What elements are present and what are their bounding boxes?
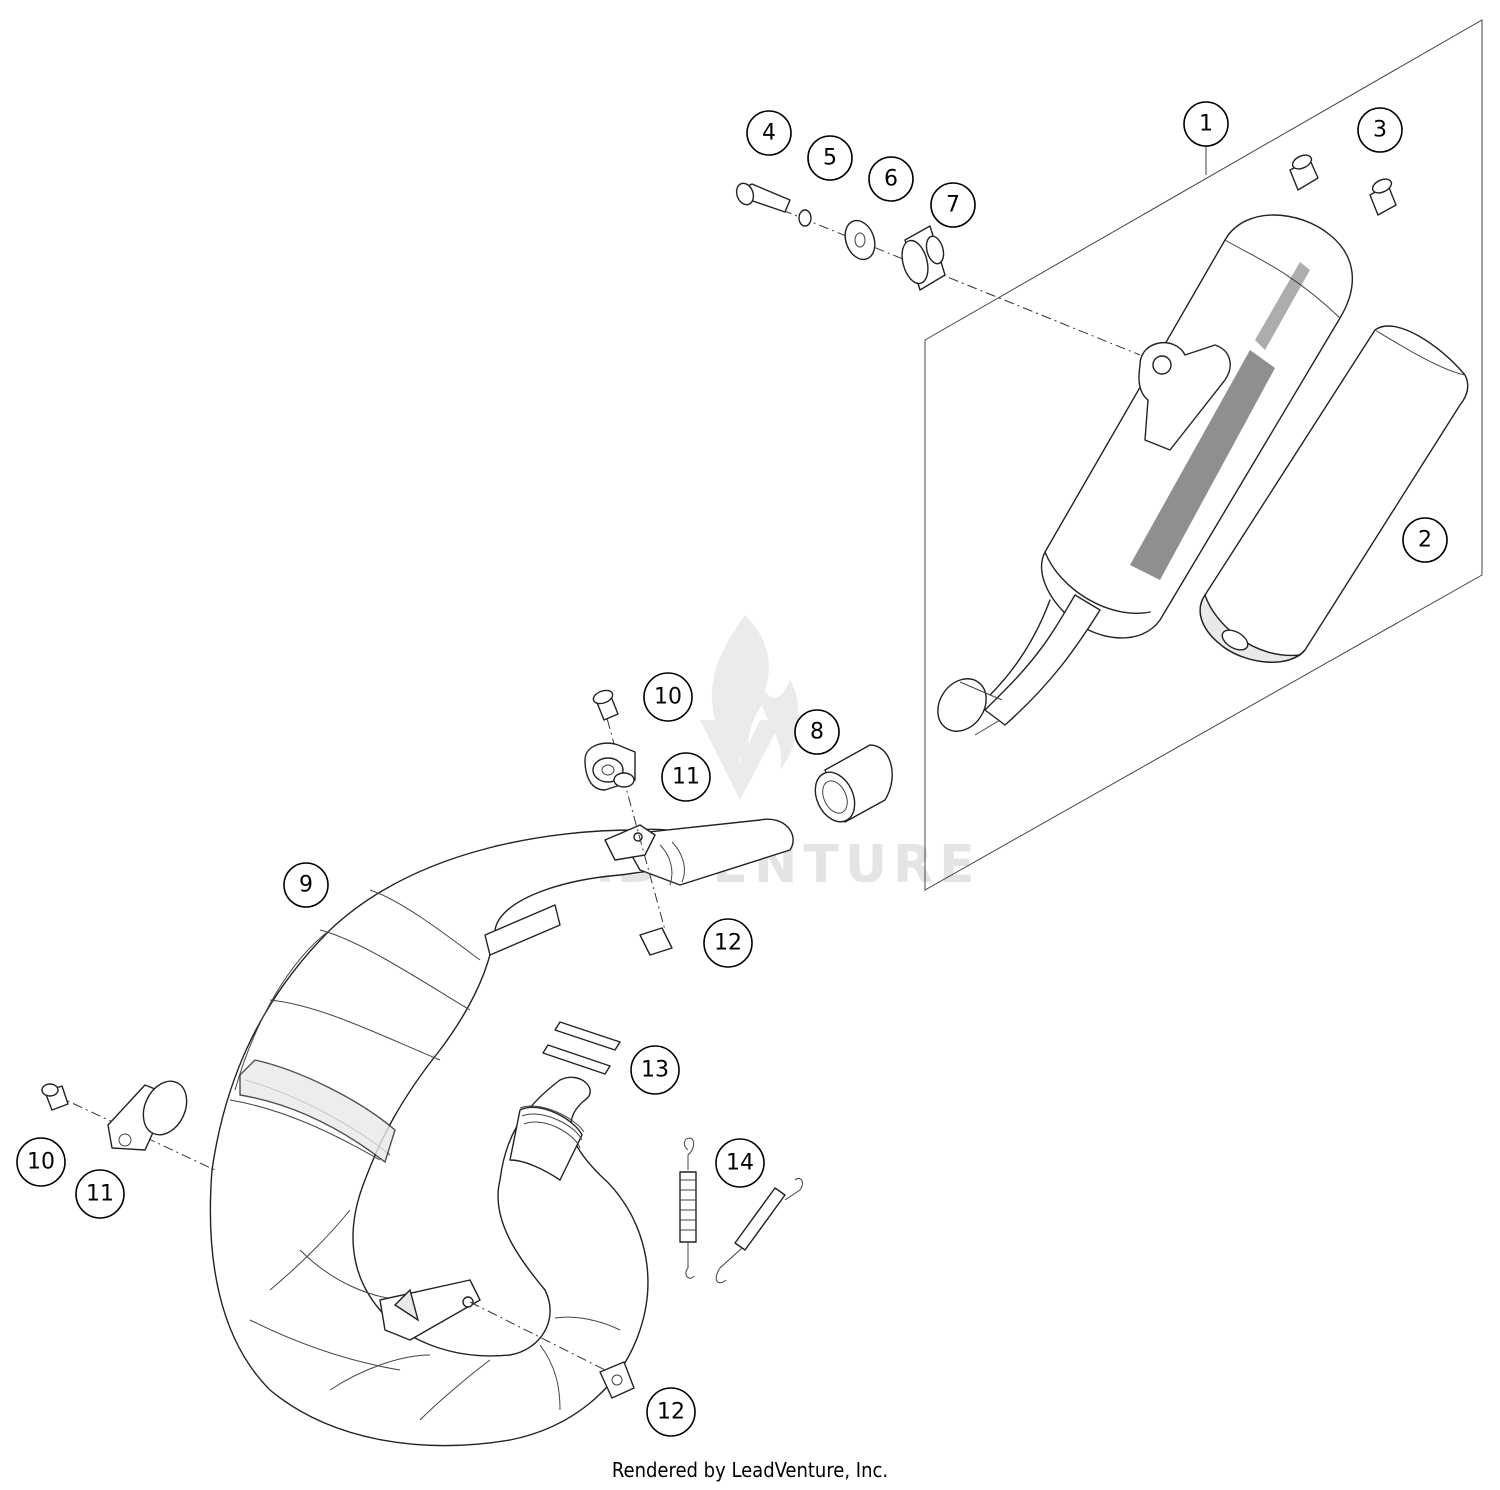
callout-3[interactable]: 3 [1357, 107, 1403, 153]
callout-1[interactable]: 1 [1183, 101, 1229, 147]
footer-credit: Rendered by LeadVenture, Inc. [611, 1458, 889, 1482]
connector-sleeve [814, 744, 893, 823]
callout-2-label: 2 [1418, 528, 1432, 553]
mounting-hardware-middle [584, 689, 673, 956]
callout-13-label: 13 [641, 1058, 669, 1083]
callout-1-label: 1 [1199, 112, 1213, 137]
muffler-screws [1289, 154, 1397, 216]
callout-14-label: 14 [726, 1151, 754, 1176]
callout-8[interactable]: 8 [794, 709, 840, 755]
hose-clamps [542, 1021, 621, 1075]
muffler [937, 214, 1353, 736]
callout-14[interactable]: 14 [715, 1138, 765, 1188]
callout-10-label: 10 [654, 685, 682, 710]
mounting-hardware-upper [735, 182, 1141, 356]
callout-6-label: 6 [884, 167, 898, 192]
callout-11[interactable]: 11 [661, 752, 711, 802]
callout-4-label: 4 [762, 121, 776, 146]
callout-8-label: 8 [810, 720, 824, 745]
callout-9-label: 9 [299, 873, 313, 898]
callout-11-label: 11 [672, 765, 700, 790]
callout-10-lower[interactable]: 10 [16, 1137, 66, 1187]
expansion-chamber [209, 818, 794, 1447]
callout-5[interactable]: 5 [807, 135, 853, 181]
mounting-hardware-left [41, 1080, 216, 1171]
callout-5-label: 5 [823, 146, 837, 171]
callout-10-lower-label: 10 [27, 1150, 55, 1175]
silencer-sleeve [1199, 325, 1469, 663]
callout-10[interactable]: 10 [643, 672, 693, 722]
callout-7[interactable]: 7 [930, 182, 976, 228]
callout-12-lower[interactable]: 12 [646, 1387, 696, 1437]
mounting-hardware-lower [469, 1301, 635, 1399]
callout-9[interactable]: 9 [283, 862, 329, 908]
callout-7-label: 7 [946, 193, 960, 218]
inlet-flange-rings [519, 1105, 585, 1149]
callout-12[interactable]: 12 [703, 918, 753, 968]
callout-11-lower-label: 11 [86, 1182, 114, 1207]
callout-6[interactable]: 6 [868, 156, 914, 202]
callout-3-label: 3 [1373, 118, 1387, 143]
callout-11-lower[interactable]: 11 [75, 1169, 125, 1219]
callout-12-label: 12 [714, 931, 742, 956]
callout-2[interactable]: 2 [1402, 517, 1448, 563]
exhaust-springs [679, 1137, 803, 1284]
muffler-assembly-outline [924, 19, 1483, 891]
callout-13[interactable]: 13 [630, 1045, 680, 1095]
callout-4[interactable]: 4 [746, 110, 792, 156]
callout-12-lower-label: 12 [657, 1400, 685, 1425]
